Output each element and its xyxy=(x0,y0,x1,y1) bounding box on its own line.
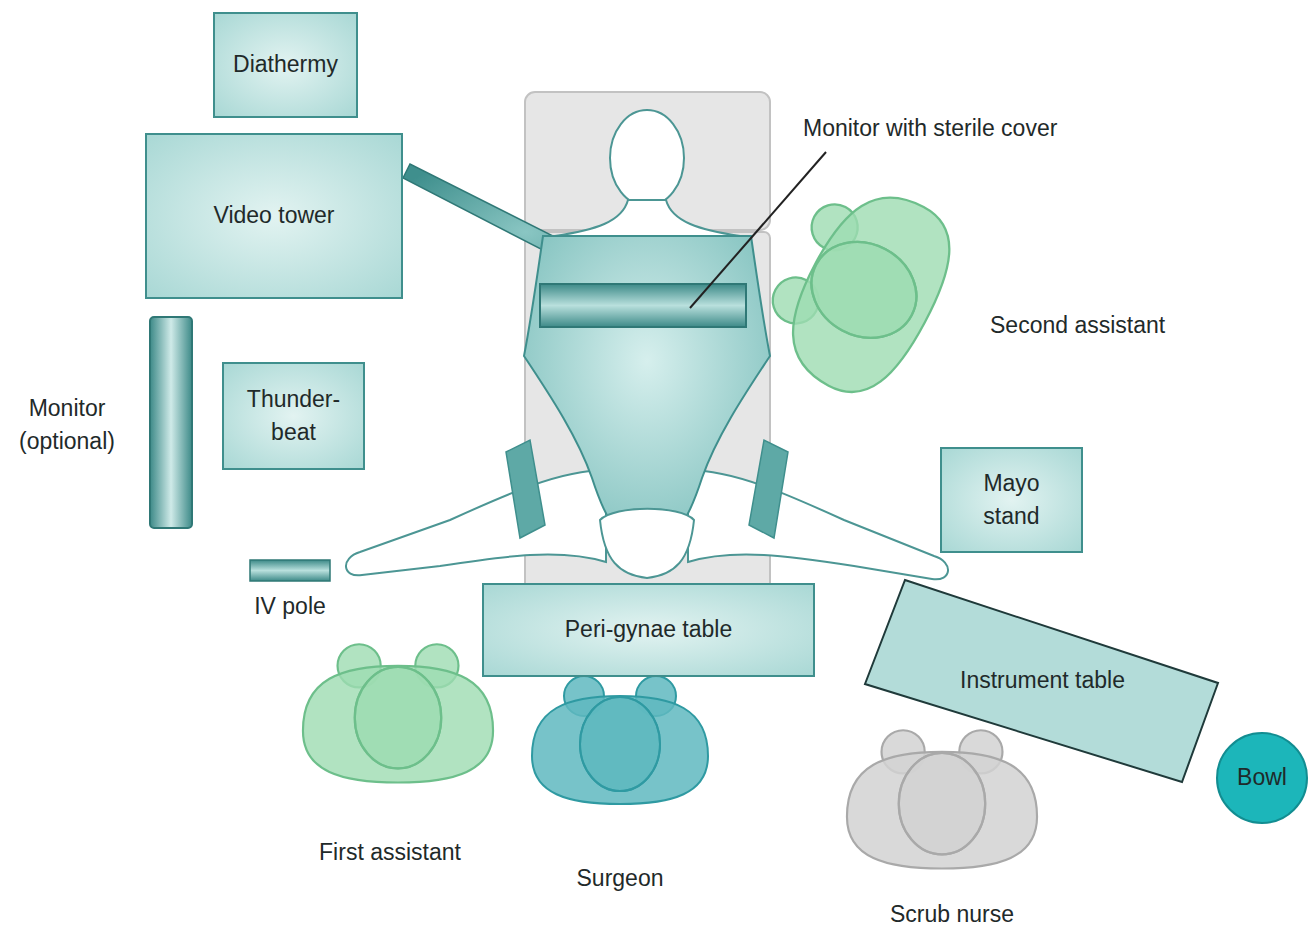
person-label: Second assistant xyxy=(990,309,1210,342)
second-assistant-figure xyxy=(747,164,972,412)
monitor-sterile xyxy=(540,284,746,327)
patient-leg xyxy=(346,470,606,575)
patient-neck xyxy=(555,200,740,236)
node-text: Mayo stand xyxy=(972,467,1052,534)
first-assistant-figure xyxy=(303,644,493,782)
stirrup xyxy=(506,440,545,538)
equipment-label: IV pole xyxy=(225,590,355,623)
person-label: Surgeon xyxy=(520,862,720,895)
person-label: First assistant xyxy=(290,836,490,869)
person-label: Scrub nurse xyxy=(852,898,1052,931)
patient-perineum xyxy=(600,509,694,578)
node-text: Instrument table xyxy=(960,664,1125,697)
patient-head xyxy=(610,110,684,206)
table-box: Peri-gynae table xyxy=(482,583,815,677)
stirrup xyxy=(749,440,788,538)
scrub-nurse-figure xyxy=(847,730,1037,868)
patient-leg xyxy=(688,470,948,579)
node-text: Video tower xyxy=(213,199,334,232)
iv-pole xyxy=(250,560,330,581)
equipment-box: Mayo stand xyxy=(940,447,1083,553)
surgeon-figure xyxy=(532,676,708,804)
table-outline xyxy=(865,580,1218,782)
equipment-label: Monitor (optional) xyxy=(2,392,132,459)
equipment-box: Diathermy xyxy=(213,12,358,118)
node-text: Peri-gynae table xyxy=(565,613,733,646)
bowl-circle: Bowl xyxy=(1216,732,1308,824)
callout-label: Monitor with sterile cover xyxy=(803,112,1133,145)
sterile-drape xyxy=(524,236,770,548)
instrument-table: Instrument table xyxy=(860,575,1225,787)
equipment-box: Thunder- beat xyxy=(222,362,365,470)
monitor-optional xyxy=(150,317,192,528)
equipment-box: Video tower xyxy=(145,133,403,299)
node-text: Diathermy xyxy=(233,48,338,81)
node-text: Thunder- beat xyxy=(238,383,350,450)
node-text: Bowl xyxy=(1237,761,1287,794)
